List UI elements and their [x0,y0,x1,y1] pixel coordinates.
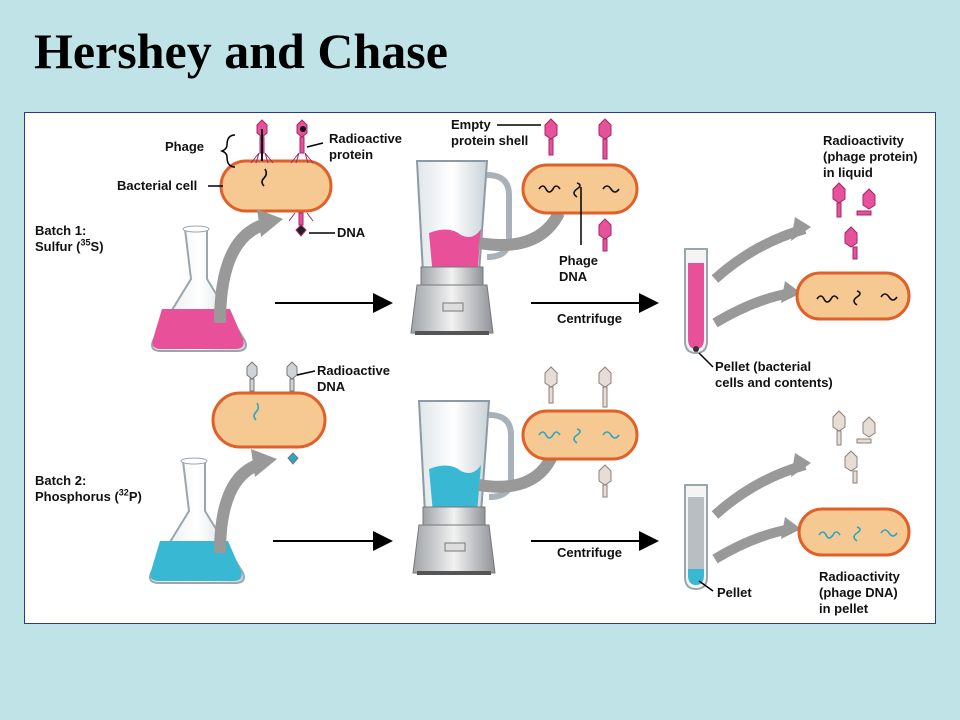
batch2-mass: 32 [118,487,129,498]
label-batch2: Batch 2: Phosphorus (32P) [35,473,142,505]
bacterium-pellet-batch1 [795,271,911,321]
blender-batch2 [412,400,514,575]
label-radioactivity-dna: Radioactivity (phage DNA) in pellet [819,569,900,617]
label-bacterial-cell: Bacterial cell [117,178,198,193]
label-rdna-line3: in pellet [819,601,869,616]
bacterium-blended-batch1 [521,163,639,245]
label-batch1: Batch 1: Sulfur (35S) [35,223,104,255]
label-pellet: Pellet [717,585,752,600]
label-rdna-line2: (phage DNA) [819,585,898,600]
label-radioactive-protein: Radioactive protein [329,131,402,163]
batch1-element: Sulfur [35,239,73,254]
label-radioactive-dna: Radioactive DNA [317,363,390,395]
free-protein-icons [832,182,876,260]
label-pb-line2: cells and contents) [715,375,833,390]
empty-shell-icons [544,118,612,252]
label-phage-dna: Phage DNA [559,253,598,285]
label-rp-line3: in liquid [823,165,873,180]
batch1-mass: 35 [80,237,91,248]
batch1-symbol: S [90,239,100,254]
free-shell-batch2-icons [832,410,876,484]
flask-batch2 [149,457,245,584]
label-empty-shell: Empty protein shell [451,117,528,149]
label-batch1-line1: Batch 1: [35,223,87,238]
label-phage-dna-line1: Phage [559,253,599,268]
label-centrifuge-bottom: Centrifuge [557,545,622,560]
label-rdna-line1: Radioactivity [819,569,900,584]
label-phage-dna-line2: DNA [559,269,588,284]
batch2-symbol: P [128,489,138,504]
bacterium-blended-batch2 [521,409,639,461]
label-radioactivity-protein: Radioactivity (phage protein) in liquid [823,133,918,181]
bacterium-pellet-batch2 [797,507,911,557]
phage-batch2-icon [246,361,299,465]
label-batch1-line2: Sulfur (35S) [35,237,104,254]
slide-title: Hershey and Chase [34,23,448,79]
label-dna: DNA [337,225,366,240]
label-batch2-line2: Phosphorus (32P) [35,487,142,504]
label-rd-line1: Radioactive [317,363,390,378]
label-radioactive-protein-line2: protein [329,147,374,162]
label-radioactive-protein-line1: Radioactive [329,131,402,146]
diagram-graphics [149,118,911,592]
label-phage: Phage [165,139,205,154]
label-rp-line2: (phage protein) [823,149,918,164]
label-empty-shell-line1: Empty [451,117,491,132]
label-empty-shell-line2: protein shell [451,133,529,148]
label-rd-line2: DNA [317,379,346,394]
empty-shell-batch2-icons [544,366,612,498]
phage-icon [250,119,314,164]
batch2-element: Phosphorus [35,489,111,504]
label-batch2-line1: Batch 2: [35,473,87,488]
tube-batch2 [684,484,708,591]
label-pellet-bacterial: Pellet (bacterial cells and contents) [715,359,833,391]
label-centrifuge-top: Centrifuge [557,311,622,326]
label-pb-line1: Pellet (bacterial [715,359,812,374]
label-rp-line1: Radioactivity [823,133,904,148]
bacterium-batch2 [211,391,327,449]
phage-below-icon [288,212,314,237]
blender-batch1 [410,160,512,335]
tube-batch1 [684,248,708,355]
experiment-diagram: Phage Radioactive protein Bacterial cell… [24,112,936,624]
bacterium-batch1 [219,159,333,213]
